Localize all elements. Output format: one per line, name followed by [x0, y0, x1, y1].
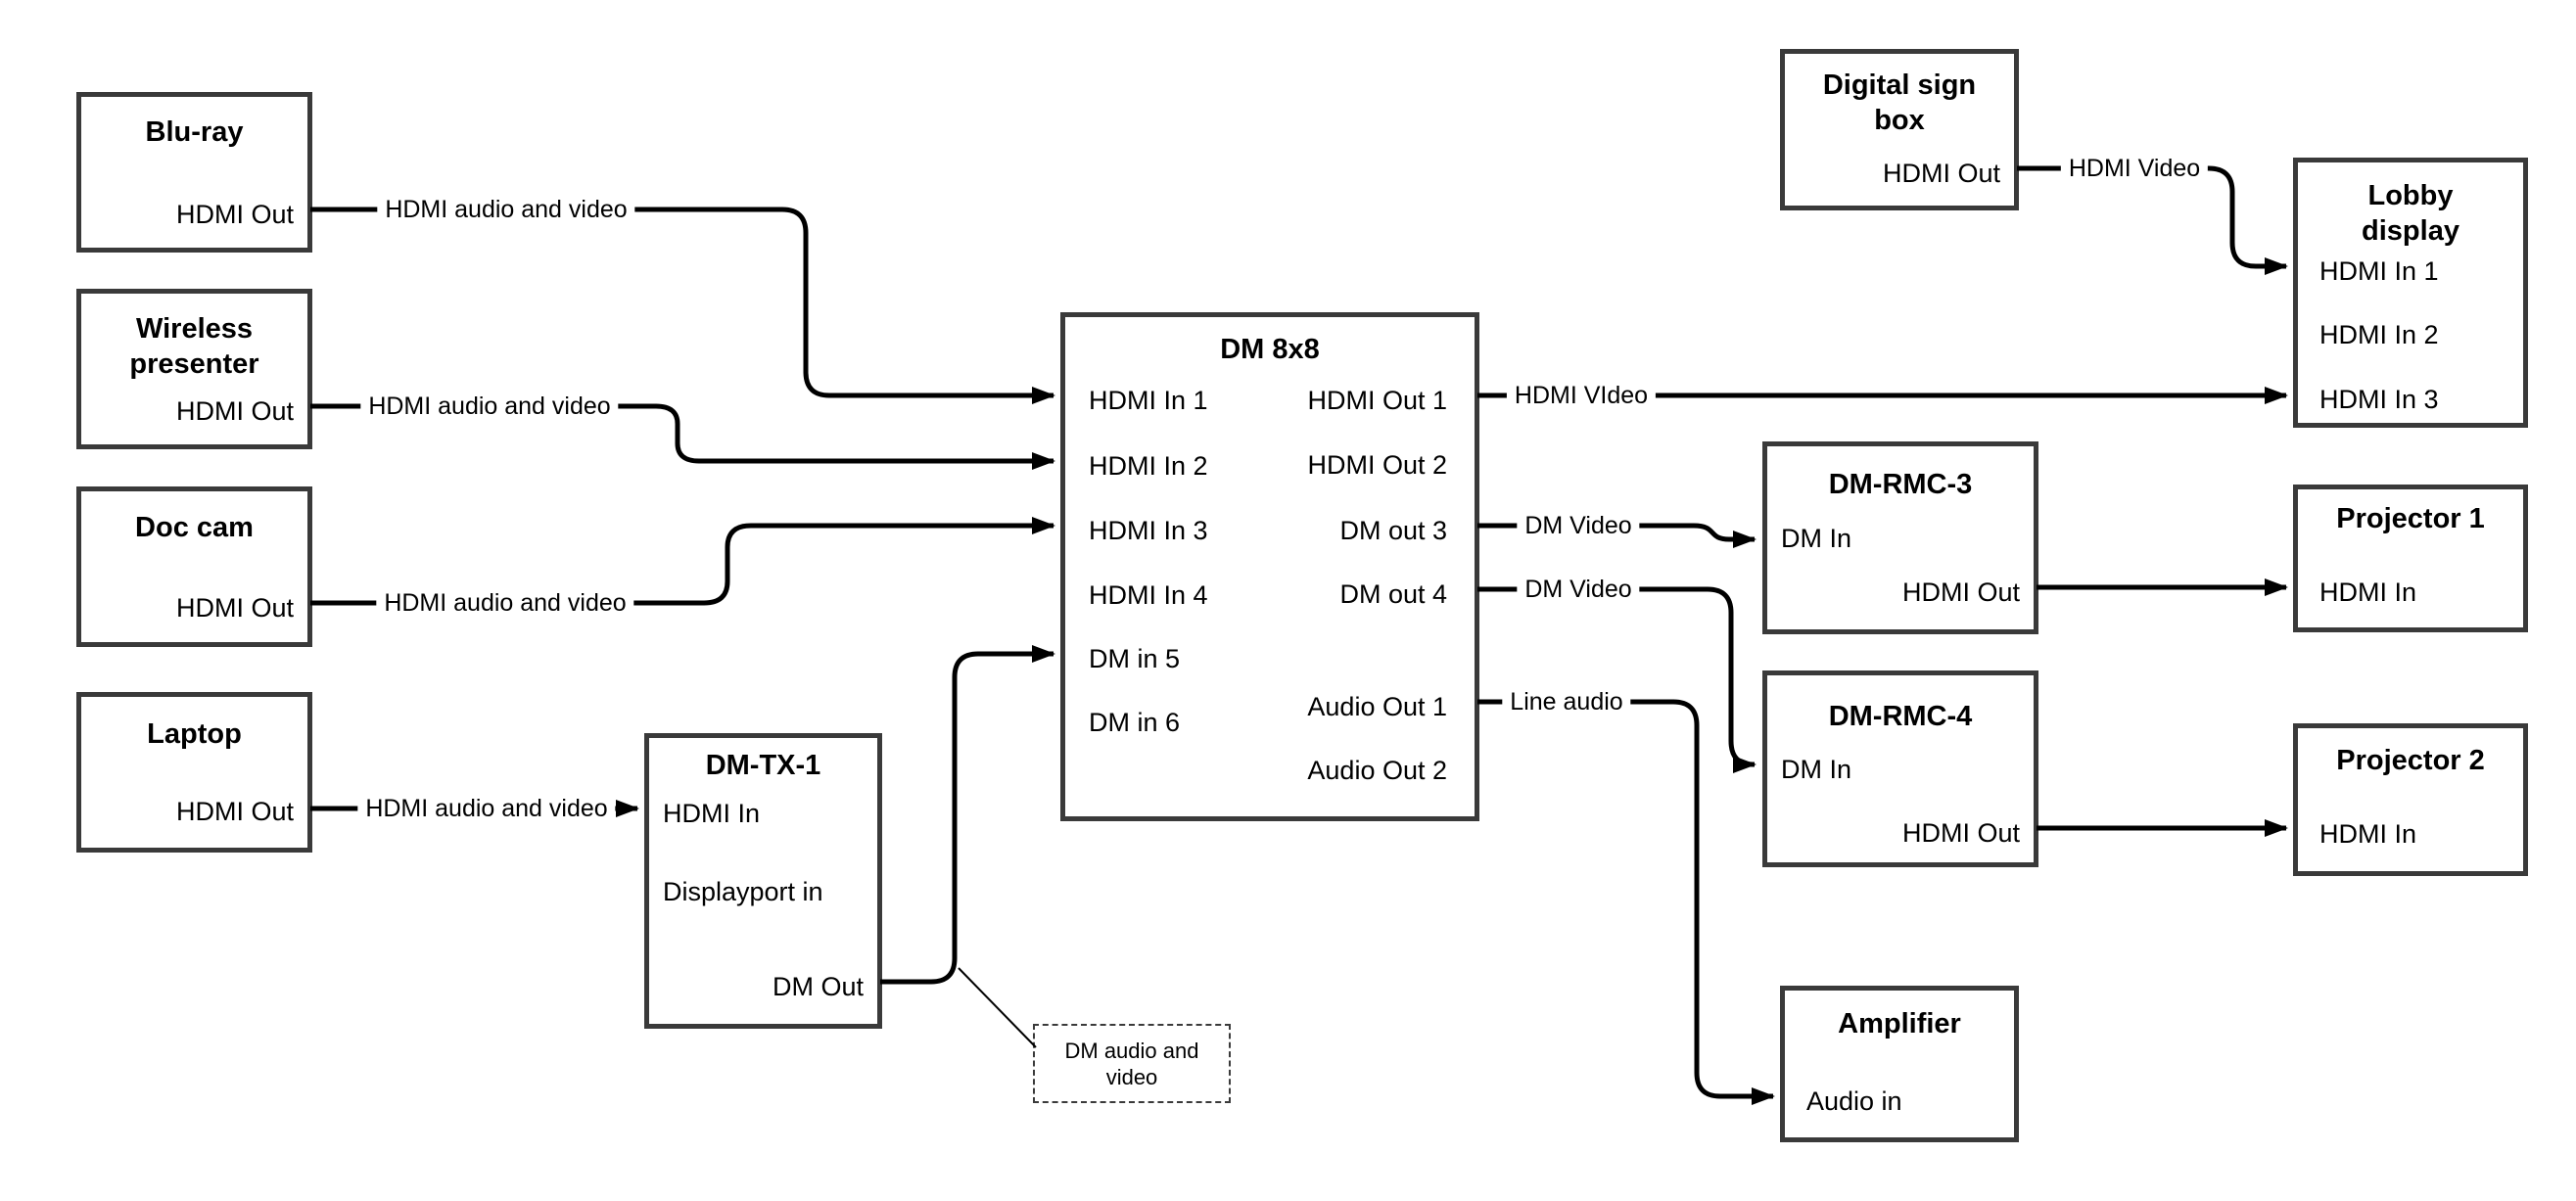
node-dmrmc3-title: DM-RMC-3	[1828, 469, 1973, 500]
port-digitalsign-hdmi-out: HDMI Out	[1882, 159, 2000, 188]
edge-label-dm-video-out4: DM Video	[1517, 575, 1640, 604]
node-digital-sign-box: Digital sign box HDMI Out	[1780, 49, 2019, 210]
node-dm-8x8: DM 8x8 HDMI In 1 HDMI In 2 HDMI In 3 HDM…	[1060, 312, 1479, 821]
edge-dmtx1-to-dm8x8-in5	[880, 645, 1055, 985]
node-amplifier-title: Amplifier	[1838, 1008, 1961, 1039]
node-wireless-presenter: Wireless presenter HDMI Out	[76, 289, 312, 449]
node-amplifier: Amplifier Audio in	[1780, 986, 2019, 1142]
node-digitalsign-title: Digital sign box	[1822, 69, 1977, 136]
node-bluray-title: Blu-ray	[145, 116, 244, 148]
port-dmrmc4-hdmi-out: HDMI Out	[1901, 818, 2020, 848]
node-dm-rmc-3: DM-RMC-3 DM In HDMI Out	[1762, 441, 2038, 634]
edge-label-digitalsign: HDMI Video	[2060, 154, 2209, 183]
node-dm-tx-1-title: DM-TX-1	[705, 750, 821, 781]
port-doccam-hdmi-out: HDMI Out	[175, 593, 294, 623]
port-bluray-hdmi-out: HDMI Out	[175, 200, 294, 229]
node-bluray: Blu-ray HDMI Out	[76, 92, 312, 253]
edge-dm8x8-aout1-to-amplifier	[1477, 699, 1775, 1105]
edge-label-line-audio: Line audio	[1502, 687, 1631, 716]
edge-digitalsign-to-lobby-in1	[2017, 165, 2288, 275]
node-projector-1: Projector 1 HDMI In	[2293, 485, 2528, 632]
port-dm8x8-dm-out-3: DM out 3	[1339, 516, 1447, 545]
port-dm8x8-hdmi-out-1: HDMI Out 1	[1307, 386, 1447, 415]
node-doccam: Doc cam HDMI Out	[76, 486, 312, 647]
port-laptop-hdmi-out: HDMI Out	[175, 797, 294, 826]
edge-bluray-to-dm8x8-in1	[310, 207, 1055, 404]
node-dm-rmc-4: DM-RMC-4 DM In HDMI Out	[1762, 670, 2038, 867]
node-proj1-title: Projector 1	[2336, 503, 2485, 534]
port-proj2-hdmi-in: HDMI In	[2319, 819, 2417, 849]
node-dm8x8-title: DM 8x8	[1220, 334, 1320, 365]
edge-dm8x8-out4-to-dmrmc4	[1477, 586, 1756, 773]
port-dm8x8-hdmi-in-4: HDMI In 4	[1089, 580, 1208, 610]
node-laptop: Laptop HDMI Out	[76, 692, 312, 853]
port-lobby-hdmi-in-2: HDMI In 2	[2319, 320, 2439, 349]
note-text: DM audio and video	[1064, 1038, 1199, 1089]
edge-label-dm-video-out3: DM Video	[1517, 511, 1640, 540]
node-proj2-title: Projector 2	[2336, 745, 2485, 776]
port-dm8x8-audio-out-1: Audio Out 1	[1307, 692, 1447, 721]
node-doccam-title: Doc cam	[135, 512, 254, 543]
port-dm8x8-dm-in-5: DM in 5	[1089, 644, 1181, 673]
edge-label-laptop: HDMI audio and video	[357, 794, 616, 823]
node-dmrmc4-title: DM-RMC-4	[1828, 701, 1973, 732]
node-lobby-title: Lobby display	[2362, 180, 2459, 247]
port-proj1-hdmi-in: HDMI In	[2319, 577, 2417, 607]
port-dmrmc3-hdmi-out: HDMI Out	[1901, 577, 2020, 607]
node-lobby-display: Lobby display HDMI In 1 HDMI In 2 HDMI I…	[2293, 158, 2528, 428]
port-lobby-hdmi-in-3: HDMI In 3	[2319, 385, 2439, 414]
node-dm-tx-1: DM-TX-1 HDMI In Displayport in DM Out	[644, 733, 882, 1029]
port-dm8x8-dm-in-6: DM in 6	[1089, 708, 1181, 737]
port-lobby-hdmi-in-1: HDMI In 1	[2319, 256, 2439, 286]
port-dm8x8-dm-out-4: DM out 4	[1339, 579, 1447, 609]
port-dmrmc3-dm-in: DM In	[1781, 524, 1852, 553]
node-laptop-title: Laptop	[147, 718, 242, 750]
port-amplifier-audio-in: Audio in	[1806, 1086, 1902, 1116]
port-dm8x8-hdmi-in-1: HDMI In 1	[1089, 386, 1208, 415]
port-dmtx1-dm-out: DM Out	[772, 972, 864, 1001]
edge-label-wireless: HDMI audio and video	[360, 392, 619, 421]
port-dm8x8-hdmi-in-2: HDMI In 2	[1089, 451, 1208, 481]
port-dm8x8-audio-out-2: Audio Out 2	[1307, 756, 1447, 785]
note-dm-audio-and-video: DM audio and video	[1033, 1024, 1231, 1103]
port-dmtx1-hdmi-in: HDMI In	[663, 799, 761, 828]
node-projector-2: Projector 2 HDMI In	[2293, 723, 2528, 876]
edge-label-bluray: HDMI audio and video	[377, 195, 635, 224]
node-wireless-title: Wireless presenter	[129, 313, 259, 380]
port-dmrmc4-dm-in: DM In	[1781, 755, 1852, 784]
port-dm8x8-hdmi-in-3: HDMI In 3	[1089, 516, 1208, 545]
port-dmtx1-displayport-in: Displayport in	[663, 877, 823, 906]
port-dm8x8-hdmi-out-2: HDMI Out 2	[1307, 450, 1447, 480]
callout-line-dm-audio-video	[958, 967, 1037, 1048]
port-wireless-hdmi-out: HDMI Out	[175, 396, 294, 426]
edge-label-doccam: HDMI audio and video	[376, 588, 634, 618]
edge-label-hdmi-video-out1: HDMI VIdeo	[1506, 381, 1657, 410]
